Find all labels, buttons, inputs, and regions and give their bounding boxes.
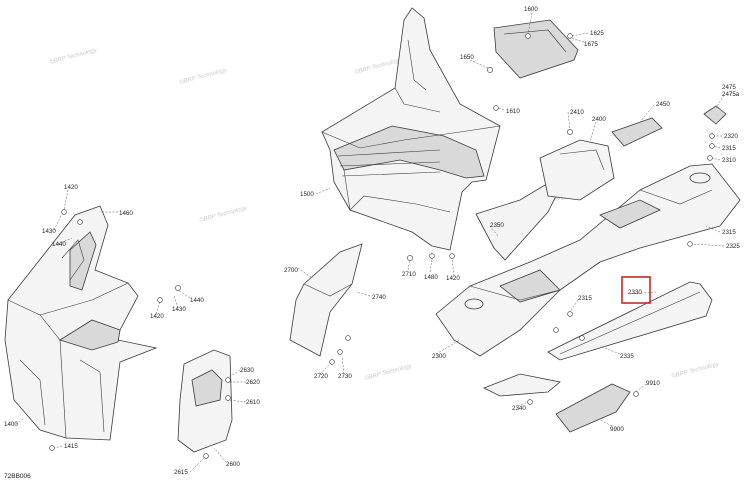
fastener	[487, 67, 493, 73]
label-2410: 2410	[570, 109, 584, 116]
part-1500-upper-console	[321, 7, 501, 251]
fastener	[203, 453, 209, 459]
part-2300-center-console	[435, 163, 741, 357]
fastener	[553, 327, 559, 333]
fastener	[579, 335, 585, 341]
label-1625: 1625	[590, 30, 604, 37]
label-2325: 2325	[726, 243, 740, 250]
label-2310: 2310	[722, 157, 736, 164]
part-1600-bracket	[493, 19, 579, 79]
fastener	[527, 399, 533, 405]
fastener	[707, 155, 713, 161]
label-1430-left: 1430	[42, 228, 56, 235]
watermark: ©BRP Technology	[354, 56, 404, 76]
part-labels: 1600 1625 1675 1650 1610 2410 2400 2450 …	[4, 6, 740, 476]
fastener	[633, 391, 639, 397]
label-2730: 2730	[338, 373, 352, 380]
label-1430-center: 1430	[172, 306, 186, 313]
label-2630: 2630	[240, 367, 254, 374]
part-2600	[177, 349, 233, 453]
label-2315-upper: 2315	[722, 145, 736, 152]
label-2315-right: 2315	[722, 229, 736, 236]
watermark: ©BRP Technology	[199, 204, 249, 224]
part-2475	[703, 105, 727, 125]
label-2620: 2620	[246, 379, 260, 386]
fastener	[493, 105, 499, 111]
part-2700	[289, 243, 363, 357]
fastener	[407, 255, 413, 261]
label-2315-lower: 2315	[578, 295, 592, 302]
part-2340	[483, 373, 561, 397]
fastener	[337, 349, 343, 355]
highlight-box-2330	[621, 276, 651, 304]
fastener	[567, 311, 573, 317]
leader-lines	[15, 12, 725, 473]
label-2600: 2600	[226, 461, 240, 468]
label-1415: 1415	[64, 443, 78, 450]
label-9910: 9910	[646, 380, 660, 387]
fastener	[77, 219, 83, 225]
part-2400-console-lid	[539, 139, 615, 201]
label-2615: 2615	[174, 469, 188, 476]
watermark: ©BRP Technology	[671, 360, 721, 380]
fastener	[175, 285, 181, 291]
label-2610: 2610	[246, 399, 260, 406]
label-2450: 2450	[656, 101, 670, 108]
fastener	[449, 253, 455, 259]
fastener	[157, 297, 163, 303]
watermark: ©BRP Technology	[364, 362, 414, 382]
label-1600: 1600	[524, 6, 538, 13]
label-2340: 2340	[512, 405, 526, 412]
label-2350: 2350	[490, 222, 504, 229]
label-1675: 1675	[584, 41, 598, 48]
fastener	[525, 33, 531, 39]
part-2330-bar	[547, 281, 713, 361]
watermark: ©BRP Technology	[179, 66, 229, 86]
fastener	[687, 241, 693, 247]
label-1440-left: 1440	[52, 241, 66, 248]
label-2330: 2330	[628, 289, 642, 296]
label-1460: 1460	[119, 210, 133, 217]
label-1500: 1500	[300, 191, 314, 198]
label-1610: 1610	[506, 108, 520, 115]
fasteners	[49, 33, 715, 459]
label-2475: 2475	[722, 84, 736, 91]
fastener	[225, 377, 231, 383]
label-2700: 2700	[284, 267, 298, 274]
label-2300: 2300	[432, 353, 446, 360]
fastener	[709, 143, 715, 149]
label-1480: 1480	[424, 274, 438, 281]
fastener	[567, 129, 573, 135]
part-9900-plate	[555, 383, 631, 433]
label-2335: 2335	[620, 353, 634, 360]
label-2400: 2400	[592, 116, 606, 123]
label-2320: 2320	[724, 133, 738, 140]
part-2350	[475, 184, 561, 261]
label-2710: 2710	[402, 271, 416, 278]
fastener	[567, 33, 573, 39]
diagram-reference-code: 72BB006	[4, 473, 31, 480]
fastener	[225, 395, 231, 401]
watermark: ©BRP Technology	[49, 46, 99, 66]
label-1420-center: 1420	[446, 275, 460, 282]
fastener	[61, 209, 67, 215]
fastener	[429, 253, 435, 259]
label-2720: 2720	[314, 373, 328, 380]
fastener	[345, 335, 351, 341]
label-9900: 9900	[610, 426, 624, 433]
label-2740: 2740	[372, 294, 386, 301]
part-2450-pad	[611, 117, 663, 147]
label-1420-lower: 1420	[150, 313, 164, 320]
label-2475a: 2475a	[722, 91, 740, 98]
fastener	[709, 133, 715, 139]
fastener	[49, 445, 55, 451]
part-1400-front-panel	[4, 205, 158, 441]
label-1400: 1400	[4, 421, 18, 428]
label-1440-center: 1440	[190, 297, 204, 304]
label-1650: 1650	[460, 54, 474, 61]
label-1420-left: 1420	[64, 184, 78, 191]
